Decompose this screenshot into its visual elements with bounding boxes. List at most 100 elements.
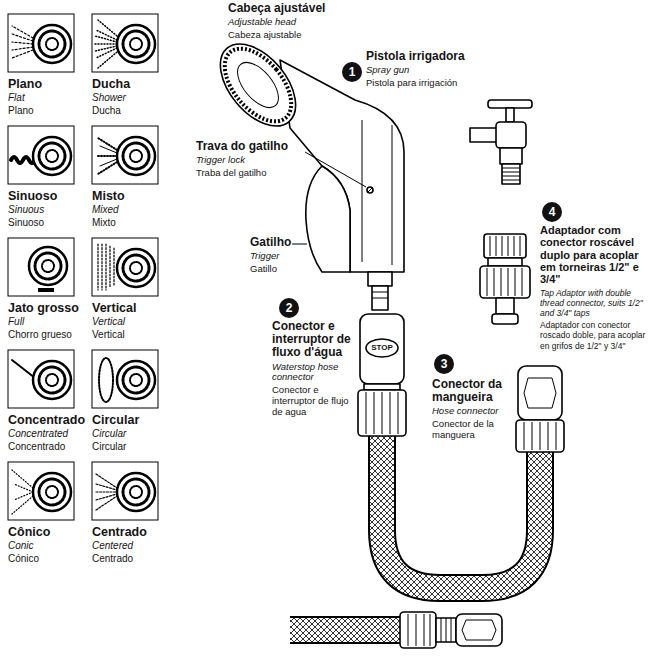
hose-outline: [382, 436, 540, 588]
tap-thread: [502, 164, 520, 184]
waterstop-connector: [358, 314, 406, 436]
pattern-name: Vertical: [92, 329, 125, 341]
callout-number: 3: [434, 354, 454, 374]
icon-box: [8, 350, 74, 408]
spray-icon: [92, 350, 158, 408]
nut-ridges: [408, 614, 430, 646]
head-ridges: [212, 37, 304, 134]
trigger-lock-slot: [367, 187, 373, 193]
icon-box: [92, 350, 158, 408]
sleeve-grip: [524, 378, 556, 408]
part-label: Adaptador com conector roscável duplo pa…: [540, 224, 654, 286]
part-label: Waterstop hose connector: [272, 362, 352, 384]
pattern-name: Circular: [92, 441, 126, 453]
leader-line: [292, 244, 307, 245]
pattern-name: Chorro grueso: [8, 329, 72, 341]
hose-end-assembly: [400, 612, 502, 648]
hose: [290, 436, 540, 630]
trigger-lock: [367, 187, 373, 193]
nozzle-face: [33, 25, 71, 63]
tap-adapter: [480, 234, 530, 324]
pattern-name: Full: [8, 316, 24, 328]
hose-braid: [290, 618, 400, 642]
callout-number: 4: [542, 202, 562, 222]
part-label: Trigger lock: [196, 155, 308, 166]
pattern-name: Concentrado: [8, 441, 65, 453]
connector-nut: [516, 420, 564, 452]
pattern-name: Centrado: [92, 553, 133, 565]
quick-nub: [372, 286, 388, 310]
spray-lines: [96, 138, 117, 174]
connector-sleeve: [518, 366, 562, 420]
spray-jet: [38, 288, 54, 292]
tap-body: [496, 122, 526, 148]
nozzle-face: [33, 361, 71, 399]
connector-sleeve: [360, 314, 404, 384]
spray-icon: [92, 126, 158, 184]
adapter-ring: [488, 258, 522, 266]
end-nut: [400, 612, 436, 648]
spray-icon: [8, 238, 74, 296]
hose-braid: [382, 436, 540, 588]
tap: [470, 100, 532, 184]
connector-nut: [358, 390, 406, 436]
part-label: Pistola para irrigación: [366, 78, 506, 89]
leader-line: [305, 152, 366, 187]
callout-number: 1: [342, 62, 362, 82]
adapter-tip: [492, 314, 518, 324]
spray-lines: [100, 146, 117, 166]
adjustable-head: [206, 30, 311, 140]
tap-handle: [488, 100, 532, 108]
head-inner: [230, 55, 286, 114]
icon-box: [8, 126, 74, 184]
spray-icon: [8, 462, 74, 520]
pattern-name: Mixto: [92, 217, 116, 229]
adapter-nut: [480, 266, 530, 298]
pattern-name: Mixed: [92, 204, 119, 216]
callout-text: 2: [286, 302, 293, 314]
pattern-name: Sinuoso: [8, 217, 44, 229]
spray-icon: [8, 14, 74, 72]
part-label: Adjustable head: [228, 17, 358, 28]
quick-grip: [462, 620, 496, 640]
part-label: Cabeza ajustable: [228, 30, 358, 41]
pattern-name: Jato grosso: [8, 301, 79, 315]
pattern-icons: [8, 14, 158, 520]
nozzle-face: [117, 25, 155, 63]
pattern-name: Plano: [8, 77, 42, 91]
thread-lines: [441, 618, 451, 642]
pattern-name: Misto: [92, 189, 125, 203]
spray-lines: [98, 244, 114, 290]
callout-text: 4: [549, 206, 556, 218]
pattern-name: Ducha: [92, 77, 130, 91]
pattern-name: Sinuoso: [8, 189, 57, 203]
end-quick-connector: [456, 614, 502, 646]
pattern-name: Sinuous: [8, 204, 44, 216]
pattern-name: Ducha: [92, 105, 121, 117]
nozzle-face: [117, 361, 155, 399]
spray-jet: [12, 360, 35, 378]
part-label: Trava do gatilho: [196, 140, 308, 153]
pattern-name: Concentrado: [8, 413, 85, 427]
part-label: Pistola irrigadora: [366, 50, 506, 63]
callout-text: 3: [441, 358, 448, 370]
tap-stem: [506, 108, 514, 122]
pattern-name: Vertical: [92, 301, 136, 315]
icon-box: [92, 126, 158, 184]
leader-lines: [292, 152, 366, 244]
spray-wave: [11, 157, 35, 163]
callout-number: 2: [279, 298, 299, 318]
hose-outline: [290, 616, 400, 644]
part-label: Tap Adaptor with double thread connector…: [540, 288, 654, 319]
spray-lines: [12, 26, 33, 58]
gun-grip-lines: [362, 120, 392, 265]
part-label: Spray gun: [366, 65, 506, 76]
pattern-name: Cónico: [8, 553, 39, 565]
pattern-name: Flat: [8, 92, 25, 104]
nozzle-face: [117, 249, 155, 287]
gun-outlet: [368, 272, 392, 286]
spray-lines: [96, 474, 117, 510]
icon-box: [92, 462, 158, 520]
adapter-nub: [496, 298, 514, 314]
part-label: Trigger: [250, 251, 310, 262]
